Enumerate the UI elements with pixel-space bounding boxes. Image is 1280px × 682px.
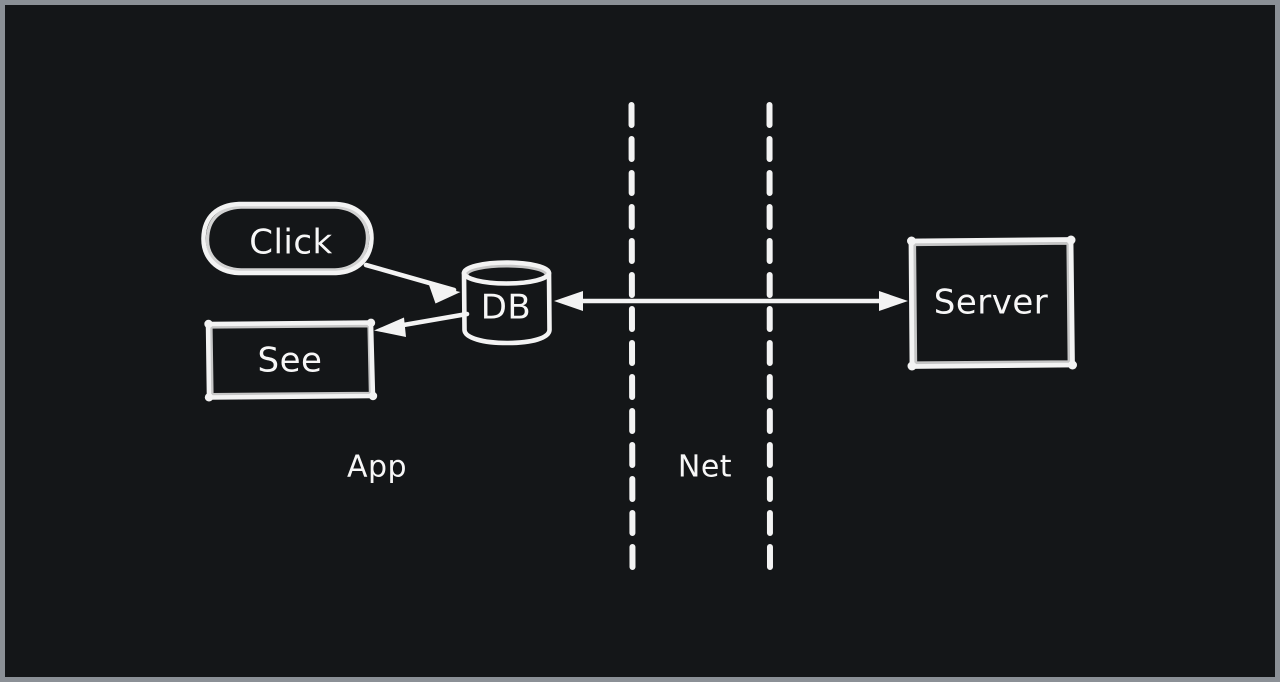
zone-label-net: Net xyxy=(678,450,732,485)
divider-right[interactable] xyxy=(766,102,773,573)
corner-dot xyxy=(204,393,214,402)
node-server[interactable]: Server xyxy=(907,235,1077,371)
corner-dot xyxy=(368,391,378,401)
corner-dot xyxy=(366,318,376,327)
zone-label-app: App xyxy=(347,450,407,485)
arrowhead-start xyxy=(554,291,583,311)
corner-dot xyxy=(204,319,213,329)
edge-db-to-see[interactable] xyxy=(374,311,470,337)
divider-left[interactable] xyxy=(628,102,636,573)
corner-dot xyxy=(1068,360,1077,370)
node-db-label: DB xyxy=(481,288,532,328)
node-server-label: Server xyxy=(934,283,1049,323)
corner-dot xyxy=(907,236,916,246)
node-see-label: See xyxy=(258,341,323,381)
arrowhead-end xyxy=(429,285,461,304)
node-click-label: Click xyxy=(249,223,333,263)
diagram-canvas[interactable]: Click See DB Se xyxy=(5,5,1275,677)
edge-db-to-server[interactable] xyxy=(554,291,908,311)
node-click[interactable]: Click xyxy=(201,201,374,276)
corner-dot xyxy=(907,361,917,371)
edge-click-to-db[interactable] xyxy=(363,262,461,304)
node-db[interactable]: DB xyxy=(461,260,552,346)
arrowhead-end xyxy=(879,291,908,311)
node-see[interactable]: See xyxy=(204,318,378,402)
corner-dot xyxy=(1066,235,1076,245)
arrowhead-end xyxy=(374,317,406,337)
